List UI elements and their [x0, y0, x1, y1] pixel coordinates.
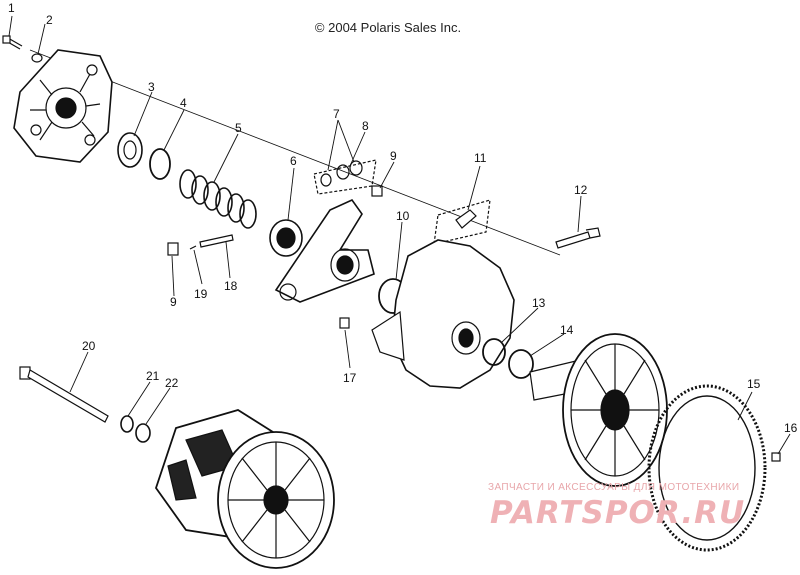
callout-4: 4: [180, 96, 187, 110]
callout-22: 22: [165, 376, 179, 390]
part-washer-2: [31, 53, 43, 63]
callout-19: 19: [194, 287, 208, 301]
callout-21: 21: [146, 369, 160, 383]
part-bushing-13: [482, 338, 506, 366]
callout-8: 8: [362, 119, 369, 133]
part-shaft-18: [199, 234, 234, 248]
part-washer-21: [120, 415, 134, 433]
part-arm: [274, 198, 375, 303]
part-bolt-12: [555, 227, 601, 249]
part-nut-9-lower: [167, 242, 179, 256]
callout-6: 6: [290, 154, 297, 168]
part-cover-plate: [13, 49, 113, 163]
part-long-bolt-20: [19, 366, 109, 423]
callout-numbers: 1 2 3 4 5 6 7 8 9 9 10 11 12 13 14 15 16…: [8, 1, 798, 435]
callout-5: 5: [235, 121, 242, 135]
part-snap-ring-4: [149, 148, 171, 180]
watermark-logo: PARTSPOR.RU: [490, 495, 746, 531]
part-pin-19: [189, 245, 197, 250]
callout-7: 7: [333, 107, 340, 121]
part-bearing-3: [117, 132, 143, 168]
callout-20: 20: [82, 339, 96, 353]
part-fixed-sheave: [529, 333, 668, 487]
callout-18: 18: [224, 279, 238, 293]
callout-17: 17: [343, 371, 357, 385]
part-screw-17: [339, 317, 350, 329]
callout-10: 10: [396, 209, 410, 223]
part-bolt-1: [2, 35, 23, 50]
callout-2: 2: [46, 13, 53, 27]
callout-15: 15: [747, 377, 761, 391]
part-nut-9-upper: [371, 185, 383, 197]
callout-16: 16: [784, 421, 798, 435]
leader-lines: [8, 15, 791, 455]
callout-11: 11: [474, 151, 487, 165]
callout-14: 14: [560, 323, 574, 337]
callout-1: 1: [8, 1, 15, 15]
part-spring-5: [179, 169, 257, 229]
copyright-text: © 2004 Polaris Sales Inc.: [314, 20, 462, 35]
callout-9-lower: 9: [170, 295, 177, 309]
part-clip-11: [433, 199, 491, 245]
callout-12: 12: [574, 183, 588, 197]
part-clutch-assembly: [155, 409, 335, 569]
part-washer-14: [508, 349, 534, 379]
callout-9-upper: 9: [390, 149, 397, 163]
part-bolt-16: [771, 452, 781, 462]
part-roller-6: [269, 219, 303, 257]
part-bushing-set-7-8: [313, 159, 377, 195]
assembly-axis-line: [29, 49, 561, 256]
callout-13: 13: [532, 296, 546, 310]
callout-3: 3: [148, 80, 155, 94]
part-nut-22: [135, 423, 151, 443]
part-ring-gear-15: [647, 384, 767, 552]
watermark-caption: ЗАПЧАСТИ И АКСЕССУАРЫ ДЛЯ МОТОТЕХНИКИ: [488, 482, 740, 493]
